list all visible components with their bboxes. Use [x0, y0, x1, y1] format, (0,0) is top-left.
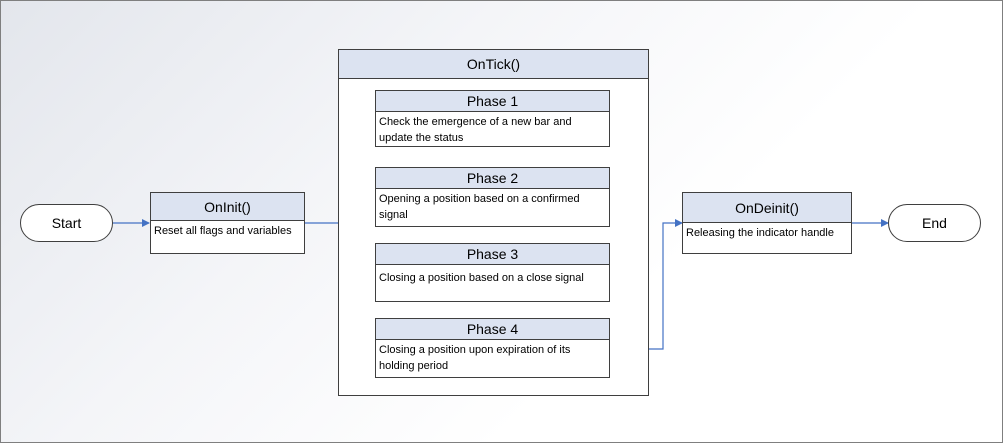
- end-label: End: [922, 215, 947, 231]
- phase-2-body: Opening a position based on a confirmed …: [379, 193, 580, 221]
- ondeinit-title: OnDeinit(): [683, 193, 851, 223]
- phase-3-body: Closing a position based on a close sign…: [379, 272, 584, 284]
- start-label: Start: [51, 215, 82, 231]
- end-terminal: End: [888, 204, 981, 242]
- phase-4-box: Phase 4 Closing a position upon expirati…: [375, 318, 610, 378]
- phase-4-body: Closing a position upon expiration of it…: [379, 344, 571, 372]
- ondeinit-body: Releasing the indicator handle: [686, 227, 834, 239]
- start-terminal: Start: [20, 204, 113, 242]
- phase-1-title: Phase 1: [376, 91, 609, 112]
- phase-1-body: Check the emergence of a new bar and upd…: [379, 116, 572, 144]
- phase-3-title: Phase 3: [376, 244, 609, 265]
- phase-2-box: Phase 2 Opening a position based on a co…: [375, 167, 610, 227]
- phase-2-title: Phase 2: [376, 168, 609, 189]
- ondeinit-box: OnDeinit() Releasing the indicator handl…: [682, 192, 852, 254]
- oninit-body: Reset all flags and variables: [154, 225, 292, 237]
- phase-1-box: Phase 1 Check the emergence of a new bar…: [375, 90, 610, 147]
- ontick-title: OnTick(): [339, 50, 648, 79]
- phase-3-box: Phase 3 Closing a position based on a cl…: [375, 243, 610, 302]
- phase-4-title: Phase 4: [376, 319, 609, 340]
- oninit-title: OnInit(): [151, 193, 304, 221]
- oninit-box: OnInit() Reset all flags and variables: [150, 192, 305, 254]
